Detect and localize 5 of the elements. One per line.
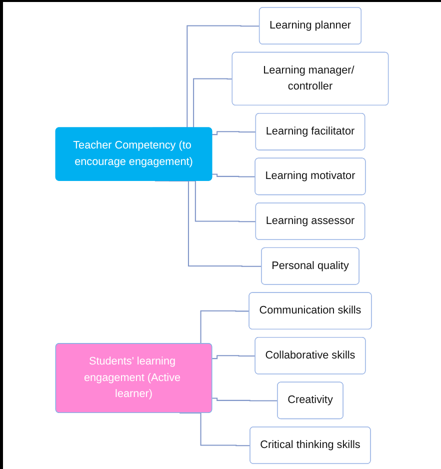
- connector: [212, 131, 256, 136]
- diagram-drawing: Teacher Competency (to encourage engagement) Learning planner Learning manager/ controller Learning facilitator Learning motivator Learning assessor Personal quality Students' learning engagement (Active learner) Communication skills Collaborative skills Creativity Critical thinking skills: [3, 2, 441, 469]
- connector: [212, 355, 256, 360]
- connector: [212, 398, 278, 402]
- connector: [212, 174, 256, 178]
